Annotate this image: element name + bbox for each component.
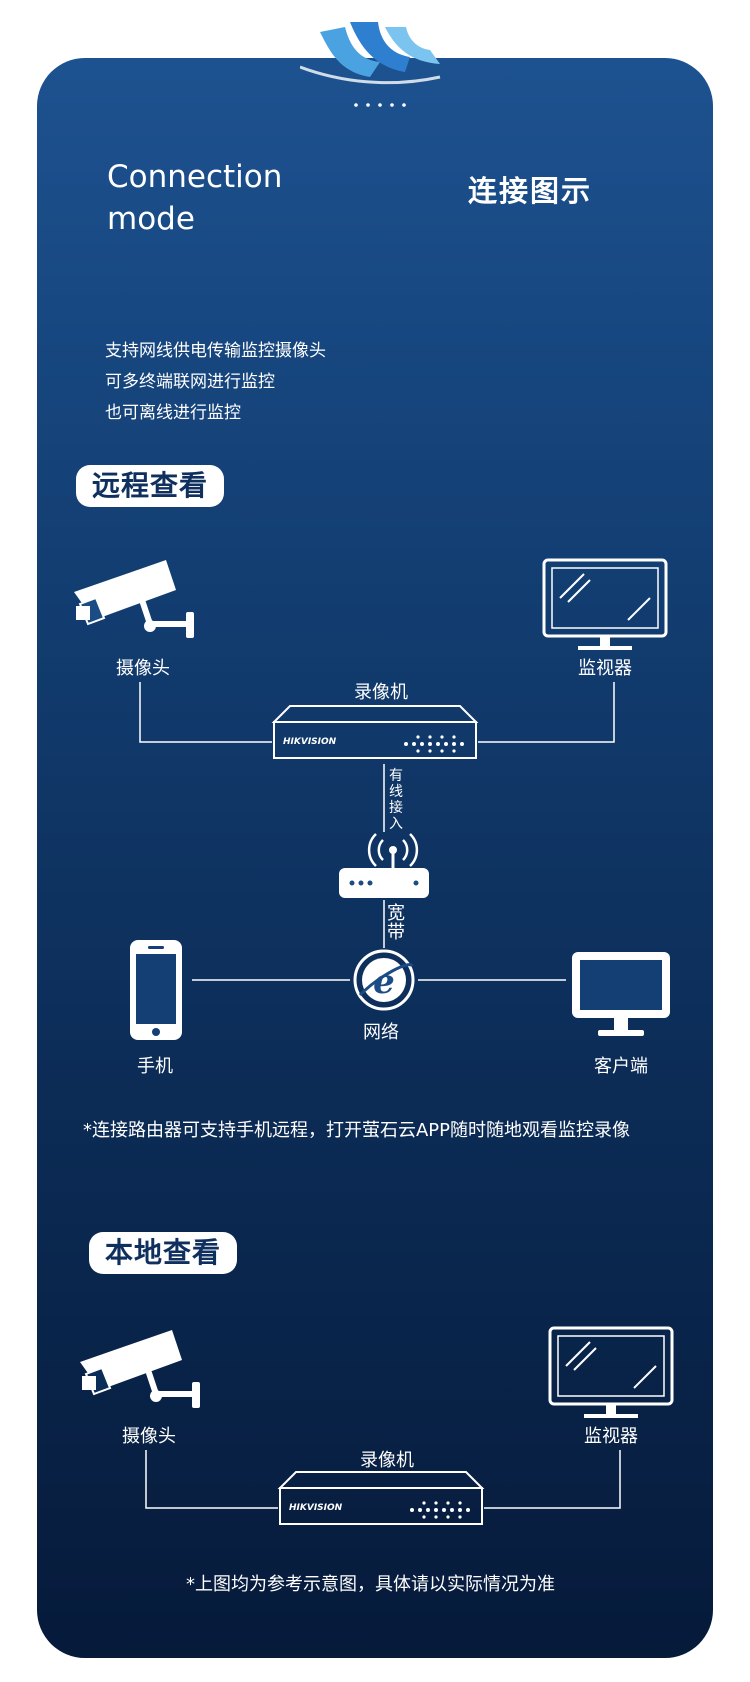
monitor-icon: [548, 1326, 674, 1418]
camera-icon: [80, 1330, 200, 1408]
client-label: 客户端: [594, 1056, 648, 1077]
ribbon-decoration-icon: [300, 22, 441, 85]
camera-icon: [74, 560, 194, 638]
title-en-line2: mode: [107, 201, 195, 237]
phone-label: 手机: [137, 1056, 173, 1077]
page-title-cn: 连接图示: [468, 174, 593, 208]
monitor-label: 监视器: [578, 658, 632, 679]
description-line: 支持网线供电传输监控摄像头: [105, 341, 326, 361]
nvr-icon: HIKVISION: [271, 705, 479, 759]
nvr-icon: HIKVISION: [277, 1471, 485, 1525]
network-label: 网络: [363, 1022, 399, 1043]
remote-view-badge: 远程查看: [76, 465, 225, 507]
camera-label: 摄像头: [122, 1426, 176, 1447]
desktop-icon: [572, 952, 670, 1036]
router-icon: [339, 833, 429, 898]
nvr-label: 录像机: [360, 1450, 414, 1471]
page-title-en: Connection mode: [107, 156, 282, 240]
description-block: 支持网线供电传输监控摄像头 可多终端联网进行监控 也可离线进行监控: [105, 336, 326, 429]
phone-icon: [130, 940, 182, 1040]
nvr-brand: HIKVISION: [289, 1503, 343, 1513]
description-line: 也可离线进行监控: [105, 403, 241, 423]
wired-access-label: 有 线 接 入: [389, 768, 403, 832]
title-en-line1: Connection: [107, 159, 283, 195]
connection-card: [37, 58, 713, 1658]
camera-label: 摄像头: [116, 658, 170, 679]
disclaimer-note: *上图均为参考示意图，具体请以实际情况为准: [186, 1574, 555, 1595]
pagination-dots: [354, 103, 406, 107]
remote-note: *连接路由器可支持手机远程，打开萤石云APP随时随地观看监控录像: [83, 1120, 631, 1141]
local-view-badge: 本地查看: [89, 1232, 238, 1274]
description-line: 可多终端联网进行监控: [105, 372, 275, 392]
broadband-label: 宽 带: [387, 903, 405, 943]
nvr-label: 录像机: [354, 682, 408, 703]
monitor-label: 监视器: [584, 1426, 638, 1447]
internet-icon: e: [353, 949, 415, 1011]
nvr-brand: HIKVISION: [283, 737, 337, 747]
monitor-icon: [542, 558, 668, 650]
